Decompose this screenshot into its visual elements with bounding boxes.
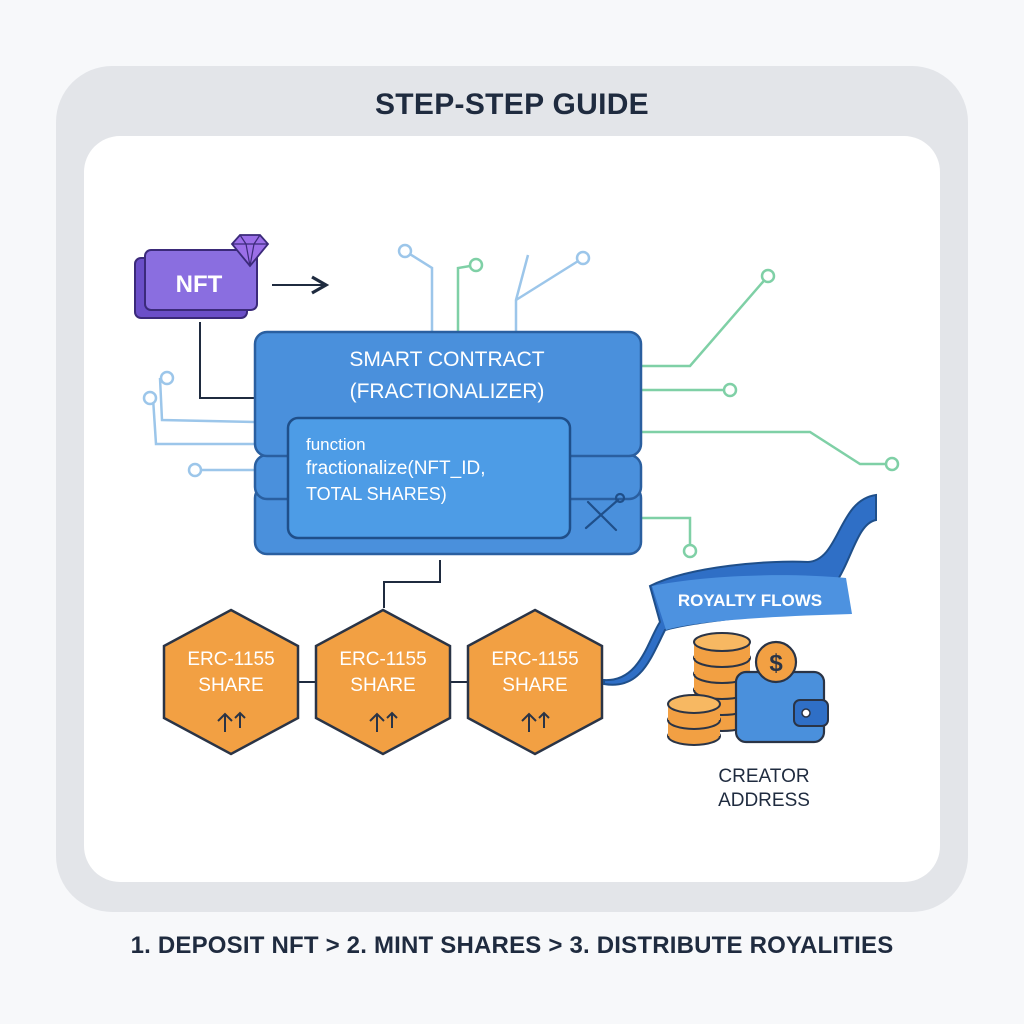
nft-label: NFT — [176, 271, 223, 298]
share-line2: SHARE — [198, 675, 263, 696]
creator-line1: CREATOR — [718, 766, 809, 787]
nft-card[interactable]: NFT — [134, 249, 258, 319]
share-line1: ERC-1155 — [491, 649, 578, 670]
creator-line2: ADDRESS — [718, 790, 810, 811]
code-line-2: fractionalize(NFT_ID, — [306, 458, 486, 479]
code-panel: function fractionalize(NFT_ID, TOTAL SHA… — [286, 416, 572, 540]
up-arrows-icon — [217, 711, 246, 732]
share-line2: SHARE — [502, 675, 567, 696]
up-arrows-icon — [369, 711, 398, 732]
diamond-icon — [230, 234, 270, 268]
royalty-label: ROYALTY FLOWS — [678, 591, 822, 610]
svg-text:$: $ — [769, 650, 783, 677]
contract-title-line1: SMART CONTRACT — [349, 348, 544, 371]
steps-caption: 1. DEPOSIT NFT > 2. MINT SHARES > 3. DIS… — [130, 932, 894, 959]
circuit-nodes-blue — [142, 243, 591, 478]
coin-stack-icon — [667, 694, 721, 746]
share-line1: ERC-1155 — [339, 649, 426, 670]
share-hexagon[interactable]: ERC-1155 SHARE — [314, 608, 452, 756]
share-hexagon[interactable]: ERC-1155 SHARE — [162, 608, 300, 756]
dollar-coin-icon: $ — [754, 640, 798, 684]
tools-icon — [584, 492, 626, 532]
code-line-3: TOTAL SHARES) — [306, 484, 447, 504]
share-line1: ERC-1155 — [187, 649, 274, 670]
circuit-nodes-green — [468, 257, 900, 559]
royalty-ribbon: ROYALTY FLOWS — [603, 493, 877, 686]
share-hexagon[interactable]: ERC-1155 SHARE — [466, 608, 604, 756]
contract-to-shares-connector — [383, 560, 441, 608]
up-arrows-icon — [521, 711, 550, 732]
nft-connector — [199, 322, 256, 399]
circuit-traces-blue — [151, 249, 584, 472]
contract-title-line2: (FRACTIONALIZER) — [350, 380, 545, 403]
page-title: STEP-STEP GUIDE — [374, 88, 649, 121]
share-line2: SHARE — [350, 675, 415, 696]
wallet-icon — [734, 670, 829, 744]
code-line-1: function — [306, 435, 366, 454]
